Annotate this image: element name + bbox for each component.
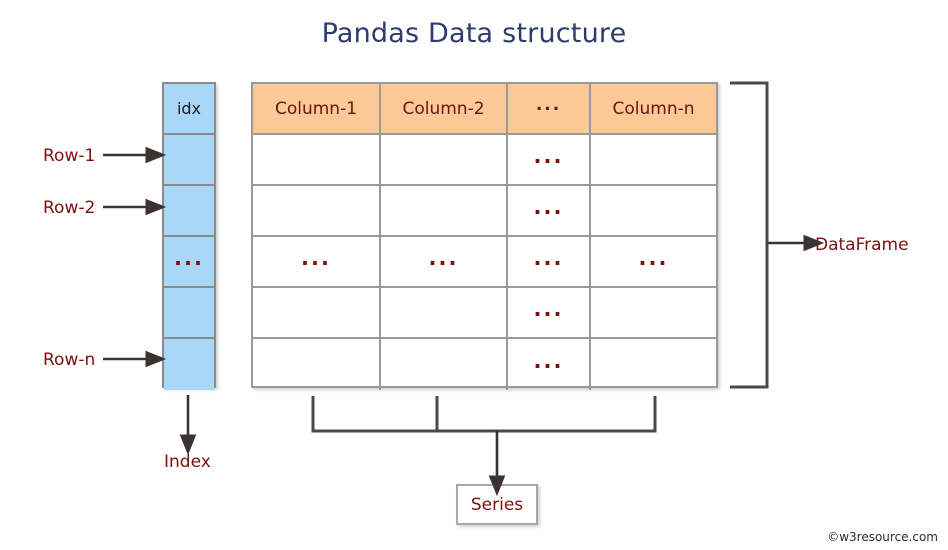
cell-r4c2 — [381, 288, 508, 337]
watermark: ©w3resource.com — [827, 530, 938, 544]
dataframe-bracket — [730, 81, 825, 389]
cell-r1cn — [591, 135, 716, 184]
cell-r3c2: ... — [381, 237, 508, 286]
cell-r3c1: ... — [253, 237, 381, 286]
cell-r1c2 — [381, 135, 508, 184]
index-cell-row4 — [164, 288, 214, 339]
table-row: ... — [253, 186, 716, 237]
cell-r2c2 — [381, 186, 508, 235]
index-cell-ellipsis: ... — [164, 237, 214, 288]
cell-r2cn — [591, 186, 716, 235]
table-row: ... — [253, 135, 716, 186]
index-cell-row2 — [164, 186, 214, 237]
column-header-ellipsis: ... — [508, 84, 591, 133]
page-title: Pandas Data structure — [321, 18, 627, 49]
column-header-1: Column-1 — [253, 84, 381, 133]
cell-r4c3: ... — [508, 288, 591, 337]
cell-r4cn — [591, 288, 716, 337]
cell-r3c3: ... — [508, 237, 591, 286]
series-box: Series — [456, 484, 538, 525]
column-header-n: Column-n — [591, 84, 716, 133]
cell-r4c1 — [253, 288, 381, 337]
cell-r5c2 — [381, 339, 508, 390]
cell-r3cn: ... — [638, 245, 669, 270]
table-row: ... ... ... ... — [253, 237, 716, 288]
row-label-2: Row-2 — [43, 198, 96, 218]
cell-r2c3: ... — [508, 186, 591, 235]
index-cell-row1 — [164, 135, 214, 186]
cell-r1c3: ... — [508, 135, 591, 184]
index-cell-header: idx — [164, 84, 214, 135]
table-row: ... — [253, 339, 716, 390]
index-column: idx ... — [162, 82, 216, 390]
index-cell-rown — [164, 339, 214, 390]
cell-r1c1 — [253, 135, 381, 184]
table-header-row: Column-1 Column-2 ... Column-n — [253, 84, 716, 135]
dataframe-table: Column-1 Column-2 ... Column-n ... ... .… — [251, 82, 718, 390]
column-header-2: Column-2 — [381, 84, 508, 133]
dataframe-label: DataFrame — [815, 235, 909, 255]
table-row: ... — [253, 288, 716, 339]
row-label-n: Row-n — [43, 350, 96, 370]
series-bracket — [311, 396, 657, 497]
cell-r5cn — [591, 339, 716, 390]
row-label-1: Row-1 — [43, 146, 96, 166]
cell-r2c1 — [253, 186, 381, 235]
cell-r5c1 — [253, 339, 381, 390]
cell-r5c3: ... — [508, 339, 591, 390]
index-label: Index — [164, 452, 211, 472]
